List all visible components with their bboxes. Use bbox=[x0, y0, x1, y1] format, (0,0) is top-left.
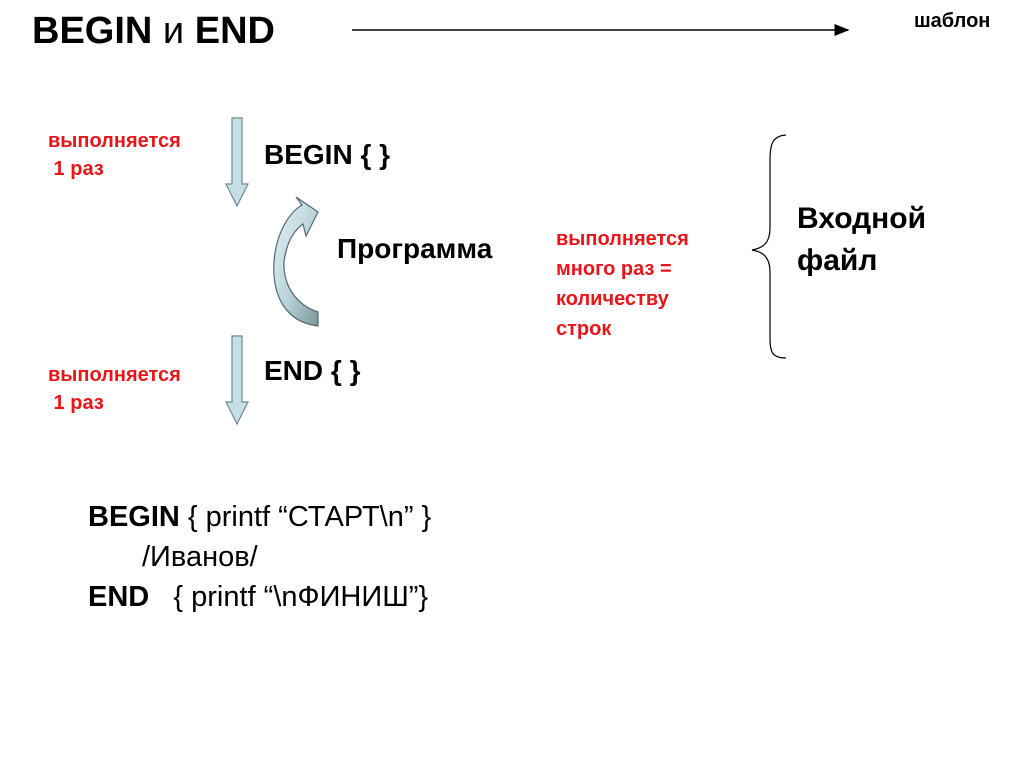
begin-note: выполняется 1 раз bbox=[48, 127, 181, 183]
end-note: выполняется 1 раз bbox=[48, 361, 181, 417]
code-line-2: /Иванов/ bbox=[142, 541, 258, 573]
many-note-line-1: выполняется bbox=[556, 228, 689, 250]
input-file-brace bbox=[751, 134, 787, 359]
many-note-line-2: много раз = bbox=[556, 258, 672, 280]
end-note-line-1: выполняется bbox=[48, 364, 181, 386]
end-note-line-2: 1 раз bbox=[48, 392, 104, 414]
code-end-keyword: END bbox=[88, 581, 150, 613]
input-file-line-1: Входной bbox=[797, 202, 927, 235]
end-down-arrow bbox=[225, 335, 249, 426]
code-begin-action: { printf “СТАРТ\n” } bbox=[179, 501, 432, 533]
begin-down-arrow bbox=[225, 117, 249, 208]
many-note-line-4: строк bbox=[556, 318, 612, 340]
loop-curved-arrow bbox=[273, 196, 319, 327]
many-note-line-3: количеству bbox=[556, 288, 669, 310]
title-and: и bbox=[162, 10, 185, 52]
many-times-note: выполняется много раз = количеству строк bbox=[556, 224, 689, 344]
title-begin: BEGIN bbox=[32, 10, 153, 52]
template-label: шаблон bbox=[914, 10, 991, 32]
code-begin-keyword: BEGIN bbox=[88, 501, 180, 533]
program-label: Программа bbox=[337, 233, 493, 264]
begin-note-line-1: выполняется bbox=[48, 130, 181, 152]
code-line-3: END { printf “\nФИНИШ”} bbox=[88, 577, 431, 617]
end-block-label: END { } bbox=[264, 355, 361, 386]
input-file-label: Входной файл bbox=[797, 198, 926, 282]
begin-note-line-2: 1 раз bbox=[48, 158, 104, 180]
title-end: END bbox=[194, 10, 275, 52]
page-title: BEGIN и END bbox=[32, 10, 275, 53]
code-line-1: BEGIN { printf “СТАРТ\n” } bbox=[88, 497, 431, 537]
code-example: BEGIN { printf “СТАРТ\n” } /Иванов/ END … bbox=[88, 497, 431, 617]
code-end-action: { printf “\nФИНИШ”} bbox=[149, 581, 429, 613]
input-file-line-2: файл bbox=[797, 244, 878, 277]
begin-block-label: BEGIN { } bbox=[264, 139, 391, 170]
